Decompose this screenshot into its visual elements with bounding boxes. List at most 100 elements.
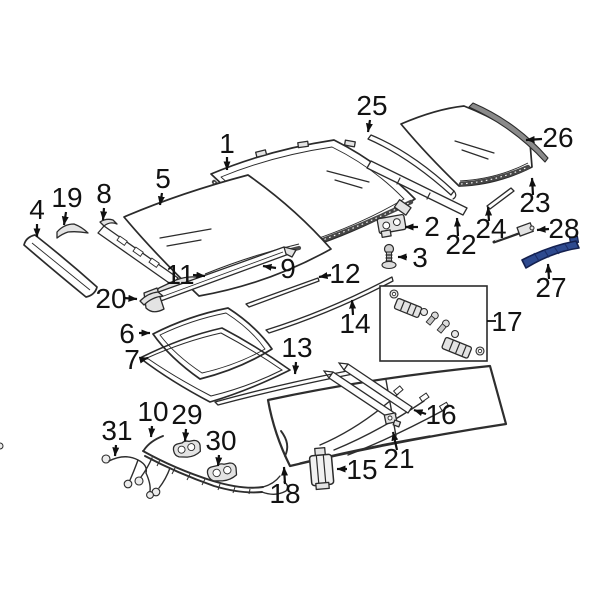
part-label-23[interactable]: 23	[519, 187, 550, 218]
part-label-29[interactable]: 29	[171, 399, 202, 430]
washer	[450, 329, 460, 339]
body	[308, 453, 335, 487]
right-tab	[283, 246, 297, 258]
part-label-18[interactable]: 18	[269, 478, 300, 509]
part-label-20[interactable]: 20	[95, 283, 126, 314]
arrow-11	[192, 271, 206, 279]
rail	[366, 160, 468, 216]
arrow-18	[281, 466, 288, 485]
part-label-8[interactable]: 8	[96, 178, 112, 209]
ridge	[160, 251, 284, 298]
braid-ticks	[156, 459, 251, 495]
part-label-2[interactable]: 2	[424, 211, 440, 242]
main-wire	[108, 456, 148, 474]
part-24-strip[interactable]	[486, 187, 515, 210]
part-label-25[interactable]: 25	[356, 90, 387, 121]
part-3-screw[interactable]	[381, 243, 397, 270]
rail	[367, 134, 455, 196]
inner-line	[159, 312, 266, 374]
band-top	[142, 450, 264, 489]
cable	[333, 400, 425, 451]
part-label-19[interactable]: 19	[51, 182, 82, 213]
part-label-31[interactable]: 31	[101, 415, 132, 446]
arrow-21	[391, 431, 399, 451]
rail-ticks	[396, 177, 431, 200]
part-label-26[interactable]: 26	[542, 122, 573, 153]
part-10-harness[interactable]	[0, 435, 289, 497]
washer	[419, 307, 429, 317]
inner-line	[31, 242, 91, 291]
part-14-strip[interactable]	[265, 276, 394, 334]
inner	[145, 332, 283, 397]
part-label-13[interactable]: 13	[281, 332, 312, 363]
part-4-strip[interactable]	[23, 234, 98, 298]
part-22-guide-rail[interactable]	[366, 160, 468, 216]
part-label-14[interactable]: 14	[339, 308, 370, 339]
rail-tip	[337, 362, 349, 371]
kit-bracket	[441, 336, 473, 359]
branch	[145, 472, 151, 492]
foot	[315, 481, 330, 491]
part-16-rails[interactable]	[322, 362, 413, 421]
part-12-strip[interactable]	[245, 277, 320, 308]
strip	[265, 276, 394, 334]
arrow-20	[123, 294, 138, 302]
part-label-6[interactable]: 6	[119, 318, 135, 349]
part-label-12[interactable]: 12	[329, 258, 360, 289]
part-label-22[interactable]: 22	[445, 229, 476, 260]
part-26-moulding-strip[interactable]	[468, 102, 549, 163]
part-label-11[interactable]: 11	[165, 259, 194, 290]
part-7-seal-frame[interactable]	[139, 327, 291, 403]
part-label-17[interactable]: 17	[491, 306, 522, 337]
part-21-bracket[interactable]	[383, 412, 402, 428]
part-17-hardware-kit[interactable]	[379, 285, 488, 362]
part-5-panel[interactable]	[123, 174, 332, 297]
foot	[380, 229, 392, 239]
part-label-15[interactable]: 15	[346, 454, 377, 485]
part-label-10[interactable]: 10	[137, 396, 168, 427]
part-2-bracket[interactable]	[376, 213, 407, 239]
part-6-sunroof-glass[interactable]	[152, 307, 273, 380]
part-label-24[interactable]: 24	[475, 213, 506, 244]
tail	[262, 475, 281, 488]
strip-hatch	[533, 243, 570, 262]
part-label-4[interactable]: 4	[29, 194, 45, 225]
arrow-27	[545, 263, 553, 280]
top-cap	[99, 218, 118, 227]
arrow-13	[292, 361, 300, 375]
arrow-24	[485, 206, 493, 222]
connector	[101, 454, 111, 464]
part-label-16[interactable]: 16	[425, 399, 456, 430]
part-label-30[interactable]: 30	[205, 425, 236, 456]
part-31-harness[interactable]	[101, 454, 154, 499]
part-label-3[interactable]: 3	[412, 242, 428, 273]
part-27-highlighted-strip[interactable]	[521, 235, 580, 269]
kit-screw	[436, 319, 450, 334]
part-25-seal-rail[interactable]	[367, 134, 457, 200]
grommet	[146, 491, 154, 499]
part-label-27[interactable]: 27	[535, 272, 566, 303]
band-bottom	[144, 455, 263, 494]
part-label-1[interactable]: 1	[219, 128, 235, 159]
arrow-8	[100, 207, 108, 221]
part-label-28[interactable]: 28	[548, 213, 579, 244]
outline	[123, 174, 332, 297]
part-label-7[interactable]: 7	[124, 344, 140, 375]
strip	[486, 187, 515, 210]
part-rear-glass-panel[interactable]	[400, 105, 533, 187]
part-label-9[interactable]: 9	[280, 253, 296, 284]
part-28-rod[interactable]	[492, 222, 535, 244]
arrow-25	[365, 119, 373, 133]
part-29-clip[interactable]	[172, 438, 202, 459]
arrow-16	[413, 408, 427, 417]
arrow-14	[349, 299, 357, 316]
hole	[392, 218, 401, 227]
part-label-5[interactable]: 5	[155, 163, 171, 194]
part-label-21[interactable]: 21	[383, 443, 414, 474]
part-20-tab[interactable]	[139, 291, 164, 306]
part-15-motor[interactable]	[308, 446, 335, 491]
arrow-7	[138, 356, 149, 364]
part-19-cap[interactable]	[56, 223, 89, 239]
grommet	[134, 476, 144, 486]
